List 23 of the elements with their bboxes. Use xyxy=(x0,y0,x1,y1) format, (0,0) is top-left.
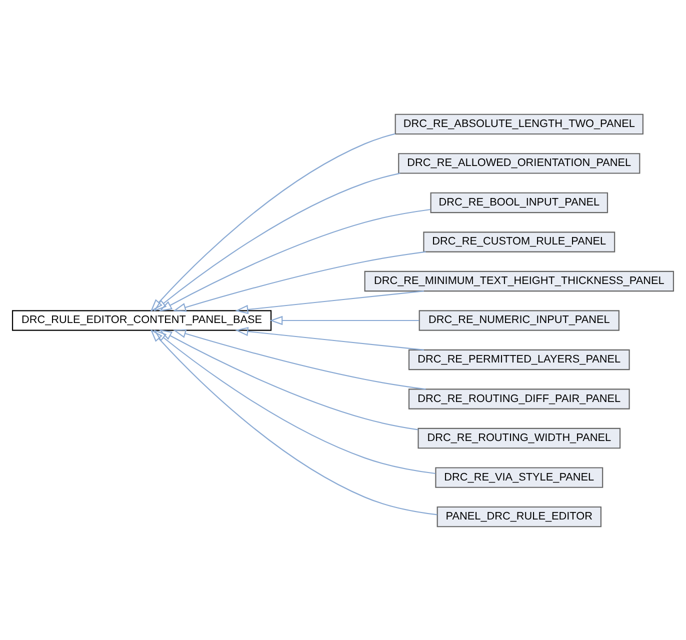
node-box: DRC_RE_CUSTOM_RULE_PANEL xyxy=(423,231,616,252)
arrow xyxy=(235,290,424,314)
node-box: DRC_RE_ROUTING_WIDTH_PANEL xyxy=(418,427,621,448)
arrow xyxy=(172,328,426,390)
node-box: DRC_RE_PERMITTED_LAYERS_PANEL xyxy=(408,348,630,370)
node-box: DRC_RE_VIA_STYLE_PANEL xyxy=(435,466,604,488)
arrow xyxy=(235,326,424,350)
node-box: DRC_RULE_EDITOR_CONTENT_PANEL_BASE xyxy=(12,310,272,330)
arrow xyxy=(150,132,396,312)
arrow xyxy=(154,172,400,311)
arrow xyxy=(150,328,438,515)
node-box: DRC_RE_BOOL_INPUT_PANEL xyxy=(430,192,608,213)
arrow xyxy=(158,208,431,311)
node-box: DRC_RE_NUMERIC_INPUT_PANEL xyxy=(418,310,620,330)
arrow xyxy=(154,329,436,474)
arrow xyxy=(270,315,419,325)
node-box: DRC_RE_ROUTING_DIFF_PAIR_PANEL xyxy=(408,388,630,409)
node-box: PANEL_DRC_RULE_EDITOR xyxy=(436,506,602,527)
node-box: DRC_RE_MINIMUM_TEXT_HEIGHT_THICKNESS_PANEL xyxy=(364,270,674,292)
node-box: DRC_RE_ALLOWED_ORIENTATION_PANEL xyxy=(398,152,640,174)
arrow xyxy=(172,250,426,312)
node-box: DRC_RE_ABSOLUTE_LENGTH_TWO_PANEL xyxy=(394,113,644,134)
arrow xyxy=(158,329,418,430)
